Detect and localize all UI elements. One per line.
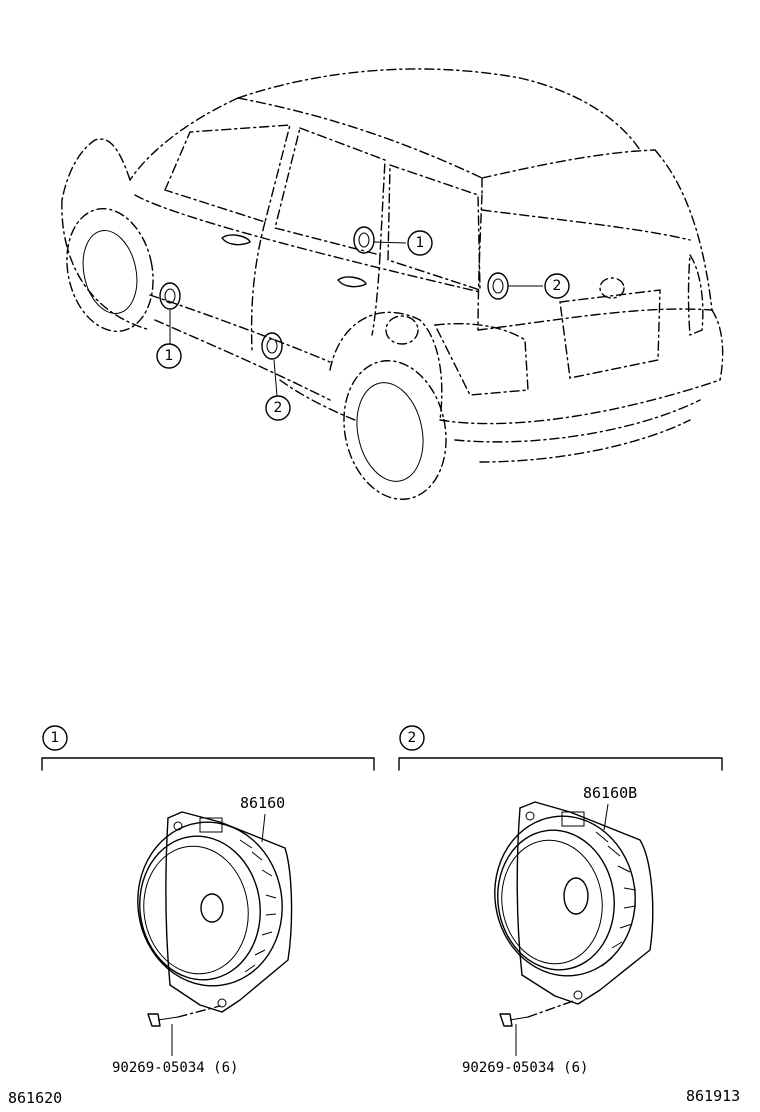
section-number: 2 <box>408 730 417 746</box>
vehicle-speaker-lower <box>261 332 283 360</box>
vehicle-speaker-rear-door <box>353 226 375 254</box>
section-1: 1 86160 90269-05034 (6) <box>41 725 375 1076</box>
callout-number: 1 <box>165 348 174 364</box>
vehicle-speaker-rear-quarter <box>487 272 509 300</box>
callout-number: 2 <box>553 278 562 294</box>
section-bracket <box>41 757 375 771</box>
callout-front-door: 1 <box>156 343 182 369</box>
screw-icon <box>147 1005 221 1027</box>
part-number-label: 86160B <box>583 784 637 802</box>
section-2: 2 86160B 90269-05034 (6) <box>398 725 723 1076</box>
callout-rear-door: 1 <box>407 230 433 256</box>
leader-line <box>373 241 407 244</box>
section-bracket <box>398 757 723 771</box>
speaker-86160 <box>137 811 293 1013</box>
screw-icon <box>499 999 577 1027</box>
section-2-callout: 2 <box>399 725 425 751</box>
callout-number: 1 <box>416 235 425 251</box>
callout-number: 2 <box>274 400 283 416</box>
speaker-86160B <box>494 801 654 1005</box>
part-number-label: 86160 <box>240 794 285 812</box>
illustration-code-left: 861620 <box>8 1089 62 1107</box>
leader-line <box>273 359 278 397</box>
vehicle-illustration <box>61 68 724 500</box>
callout-lower: 2 <box>265 395 291 421</box>
illustration-code-right: 861913 <box>686 1087 740 1105</box>
screw-part-label: 90269-05034 (6) <box>462 1060 588 1076</box>
section-number: 1 <box>51 730 60 746</box>
callout-rear-side: 2 <box>544 273 570 299</box>
section-1-callout: 1 <box>42 725 68 751</box>
screw-part-label: 90269-05034 (6) <box>112 1060 238 1076</box>
vehicle-speaker-front-door <box>159 282 181 310</box>
leader-line <box>261 813 266 843</box>
